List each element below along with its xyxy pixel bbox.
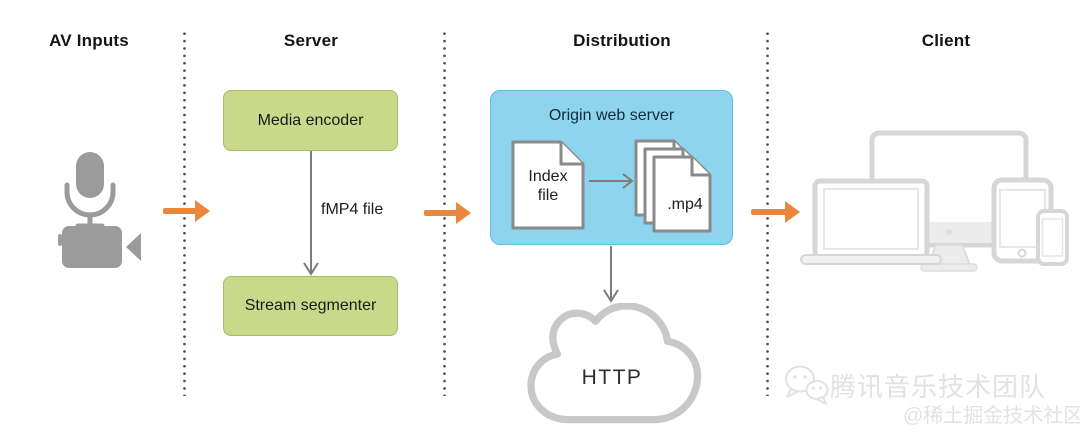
arrow-shaft: [163, 208, 197, 214]
http-label: HTTP: [581, 366, 643, 389]
stream-segmenter-label: Stream segmenter: [244, 297, 377, 314]
connector-encoder-to-segmenter: [303, 151, 319, 276]
arrow-head: [195, 200, 210, 222]
connector-origin-to-http: [603, 246, 619, 303]
arrow-head: [456, 202, 471, 224]
wechat-watermark-icon: [785, 365, 829, 405]
smartphone-icon: [1036, 209, 1069, 266]
mp4-label: .mp4: [667, 196, 703, 213]
fmp4-file-label: fMP4 file: [321, 201, 384, 218]
index-file-label-line1: Index: [528, 168, 568, 185]
document-stack-icon: [634, 139, 712, 233]
arrow-shaft: [751, 209, 787, 215]
header-client: Client: [921, 31, 971, 50]
flow-arrow-distribution-to-client: [751, 201, 800, 223]
header-distribution: Distribution: [573, 31, 671, 50]
video-camera-icon: [58, 226, 141, 268]
document-icon: [511, 140, 585, 230]
flow-arrow-inputs-to-server: [163, 200, 210, 222]
flow-arrow-server-to-distribution: [424, 202, 471, 224]
mp4-document-stack-icon: .mp4: [634, 139, 716, 234]
connector-index-to-mp4: [589, 173, 634, 189]
http-cloud-icon: [527, 303, 702, 424]
index-file-document-icon: Index file: [511, 140, 585, 230]
media-encoder-box: Media encoder: [223, 90, 398, 151]
watermark-community-text: @稀土掘金技术社区: [903, 405, 1080, 427]
header-server: Server: [283, 31, 339, 50]
watermark-brand-text: 腾讯音乐技术团队: [830, 372, 1047, 402]
origin-web-server-title: Origin web server: [548, 107, 675, 124]
index-file-label-line2: file: [537, 187, 559, 204]
media-encoder-label: Media encoder: [257, 111, 364, 129]
stream-segmenter-box: Stream segmenter: [223, 276, 398, 336]
client-devices-icon: [800, 130, 1069, 272]
laptop-icon: [800, 178, 942, 265]
arrow-shaft: [424, 210, 458, 216]
arrow-head: [785, 201, 800, 223]
header-av-inputs: AV Inputs: [49, 31, 129, 50]
